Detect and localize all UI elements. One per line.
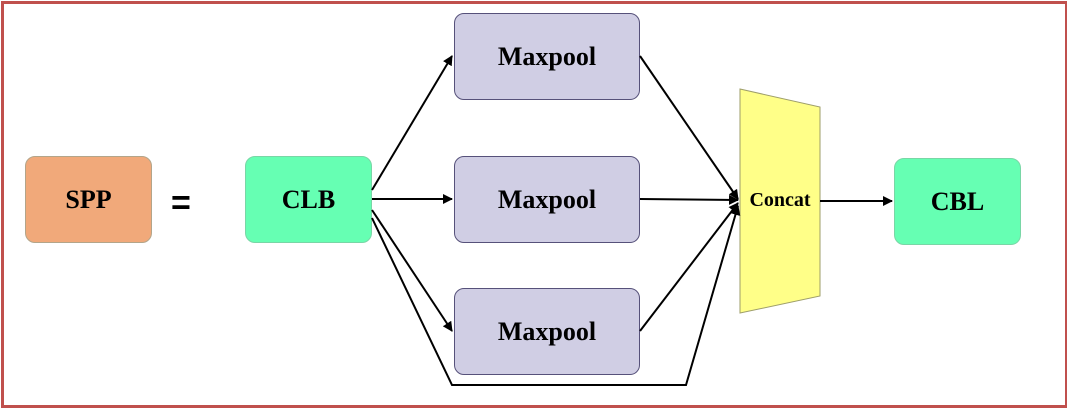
- cbl-label: CBL: [930, 186, 985, 216]
- maxpool-block-3: Maxpool: [454, 288, 640, 375]
- arrow-clb-to-maxpool-1: [371, 55, 453, 191]
- equals-sign: =: [171, 184, 191, 222]
- maxpool-block-2: Maxpool: [454, 156, 640, 243]
- spp-block: SPP: [25, 156, 152, 243]
- clb-block: CLB: [245, 156, 372, 243]
- arrow-clb-to-maxpool-3: [371, 209, 453, 332]
- maxpool-label-1: Maxpool: [497, 41, 597, 71]
- cbl-block: CBL: [894, 158, 1021, 245]
- concat-label: Concat: [749, 189, 811, 211]
- arrow-maxpool-2-to-concat: [639, 194, 739, 205]
- clb-label: CLB: [281, 184, 336, 214]
- spp-label: SPP: [65, 184, 112, 214]
- arrow-maxpool-3-to-concat: [639, 202, 739, 332]
- concat-block: [739, 88, 821, 314]
- arrow-maxpool-1-to-concat: [639, 55, 739, 200]
- arrow-clb-bypass-to-concat: [371, 205, 741, 386]
- maxpool-label-3: Maxpool: [497, 316, 597, 346]
- maxpool-block-1: Maxpool: [454, 13, 640, 100]
- maxpool-label-2: Maxpool: [497, 184, 597, 214]
